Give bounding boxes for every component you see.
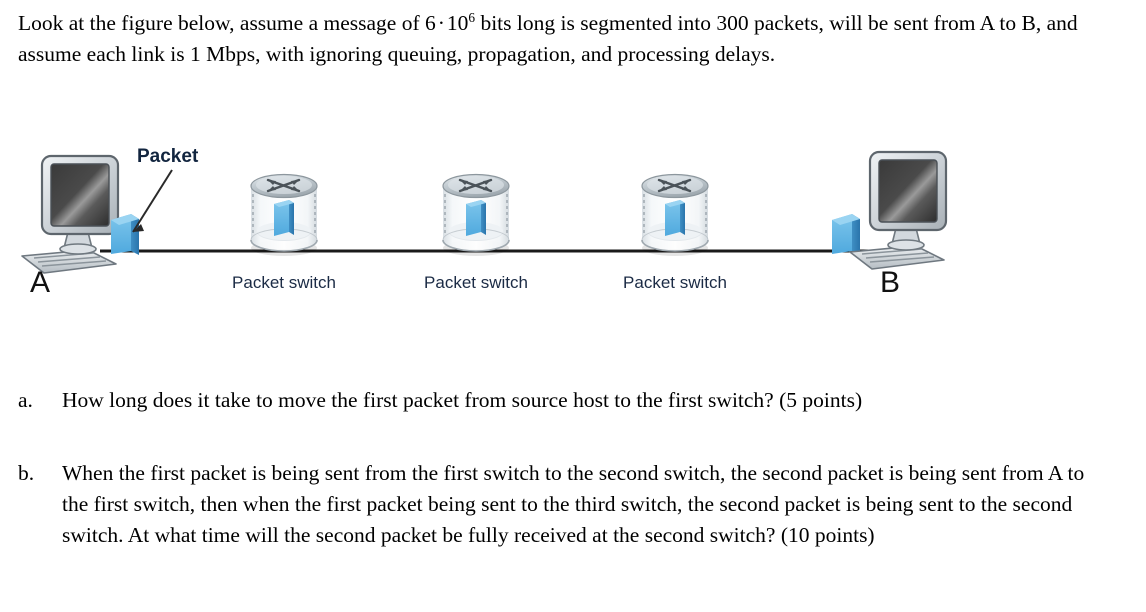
packet-switch-1-label: Packet switch bbox=[232, 273, 336, 292]
packet-switch-3-label: Packet switch bbox=[623, 273, 727, 292]
packet-switch-3-icon bbox=[640, 173, 710, 258]
host-a-computer-icon bbox=[20, 154, 120, 275]
question-b-text: When the first packet is being sent from… bbox=[62, 461, 1085, 547]
packet-at-host-a bbox=[111, 214, 139, 255]
intro-text-part1: Look at the figure below, assume a messa… bbox=[18, 11, 436, 35]
packet-callout-label: Packet bbox=[137, 146, 199, 167]
multiplication-dot: · bbox=[437, 11, 445, 35]
problem-statement: Look at the figure below, assume a messa… bbox=[18, 8, 1130, 70]
question-a-marker: a. bbox=[18, 388, 33, 412]
packet-callout-leader-line bbox=[132, 169, 173, 233]
power-base: 10 bbox=[446, 11, 469, 35]
host-a-label: A bbox=[30, 266, 50, 299]
intro-text-part2: bits long is segmented into 300 packets,… bbox=[18, 11, 1078, 66]
host-b-computer-icon bbox=[848, 150, 948, 271]
question-b: b. When the first packet is being sent f… bbox=[18, 458, 1098, 551]
question-b-marker: b. bbox=[18, 461, 35, 485]
packet-at-host-b bbox=[832, 214, 860, 255]
network-diagram: A Packet Packet switch Packet switch Pac… bbox=[0, 132, 1000, 312]
power-exponent: 6 bbox=[468, 9, 476, 25]
host-b-label: B bbox=[880, 266, 900, 299]
packet-switch-2-label: Packet switch bbox=[424, 273, 528, 292]
packet-callout-arrowhead bbox=[133, 224, 144, 232]
packet-switch-1-icon bbox=[249, 173, 319, 258]
question-a-text: How long does it take to move the first … bbox=[62, 388, 863, 412]
question-a: a. How long does it take to move the fir… bbox=[18, 385, 1138, 416]
packet-switch-2-icon bbox=[441, 173, 511, 258]
